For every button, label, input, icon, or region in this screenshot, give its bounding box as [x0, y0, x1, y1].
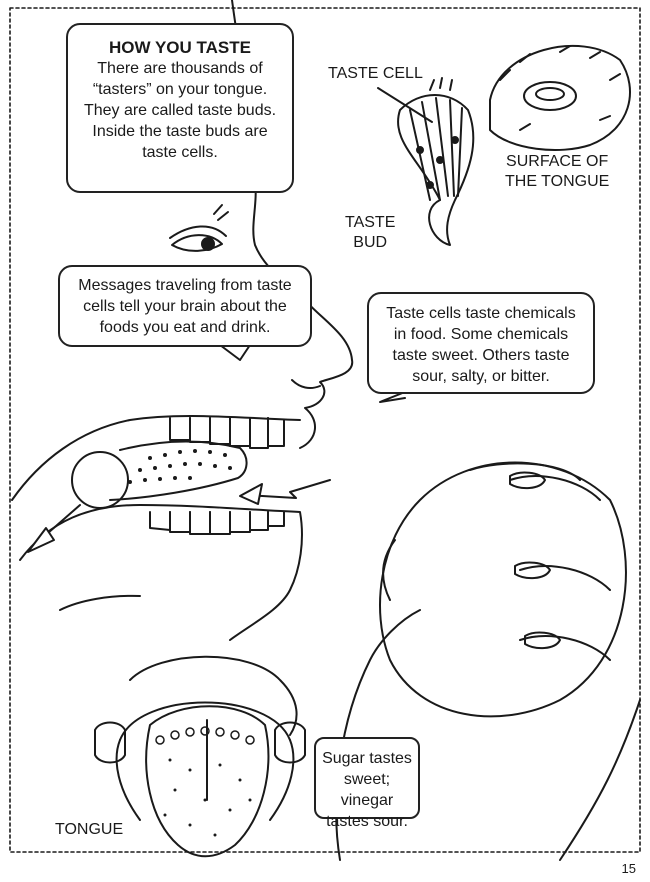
nose-line — [291, 379, 321, 389]
eye-icon — [169, 204, 229, 252]
how-you-taste-line: taste cells. — [142, 144, 218, 161]
how-you-taste-line: “tasters” on your tongue. — [92, 81, 268, 98]
how-you-taste-box: HOW YOU TASTE There are thousands of “ta… — [66, 23, 294, 193]
nerve-ball — [71, 451, 129, 509]
lower-teeth — [149, 511, 285, 535]
page-number: 15 — [621, 861, 636, 876]
taste-cell-pointer — [377, 87, 433, 123]
tongue-shape — [145, 705, 270, 858]
lemon — [379, 461, 627, 718]
how-you-taste-line: Inside the taste buds are — [92, 123, 268, 140]
taste-bud-diagram — [377, 77, 475, 246]
in-arrow — [244, 479, 331, 499]
tongue-surface-diagram — [489, 45, 631, 151]
how-you-taste-title: HOW YOU TASTE — [109, 38, 251, 57]
upper-teeth — [169, 417, 285, 449]
tongue-drawing — [94, 655, 306, 858]
tongue-top — [109, 440, 248, 501]
lower-jaw — [19, 504, 303, 641]
tongue-dots — [128, 449, 232, 484]
chemicals-box: Taste cells taste chemicals in food. Som… — [367, 292, 595, 394]
tongue-label: TONGUE — [55, 821, 124, 838]
messages-tail — [219, 344, 251, 361]
upper-jaw — [11, 414, 301, 501]
surface-of-tongue-label: SURFACE OF THE TONGUE — [505, 153, 610, 190]
taste-bud-label: TASTE BUD — [345, 214, 396, 251]
how-you-taste-line: They are called taste buds. — [83, 102, 277, 119]
how-you-taste-line: There are thousands of — [97, 60, 263, 77]
taste-cell-label: TASTE CELL — [328, 65, 423, 82]
page-border — [9, 7, 641, 853]
hand — [335, 462, 641, 861]
messages-box: Messages traveling from taste cells tell… — [58, 265, 312, 347]
sugar-box: Sugar tastes sweet; vinegar tastes sour. — [314, 737, 420, 830]
